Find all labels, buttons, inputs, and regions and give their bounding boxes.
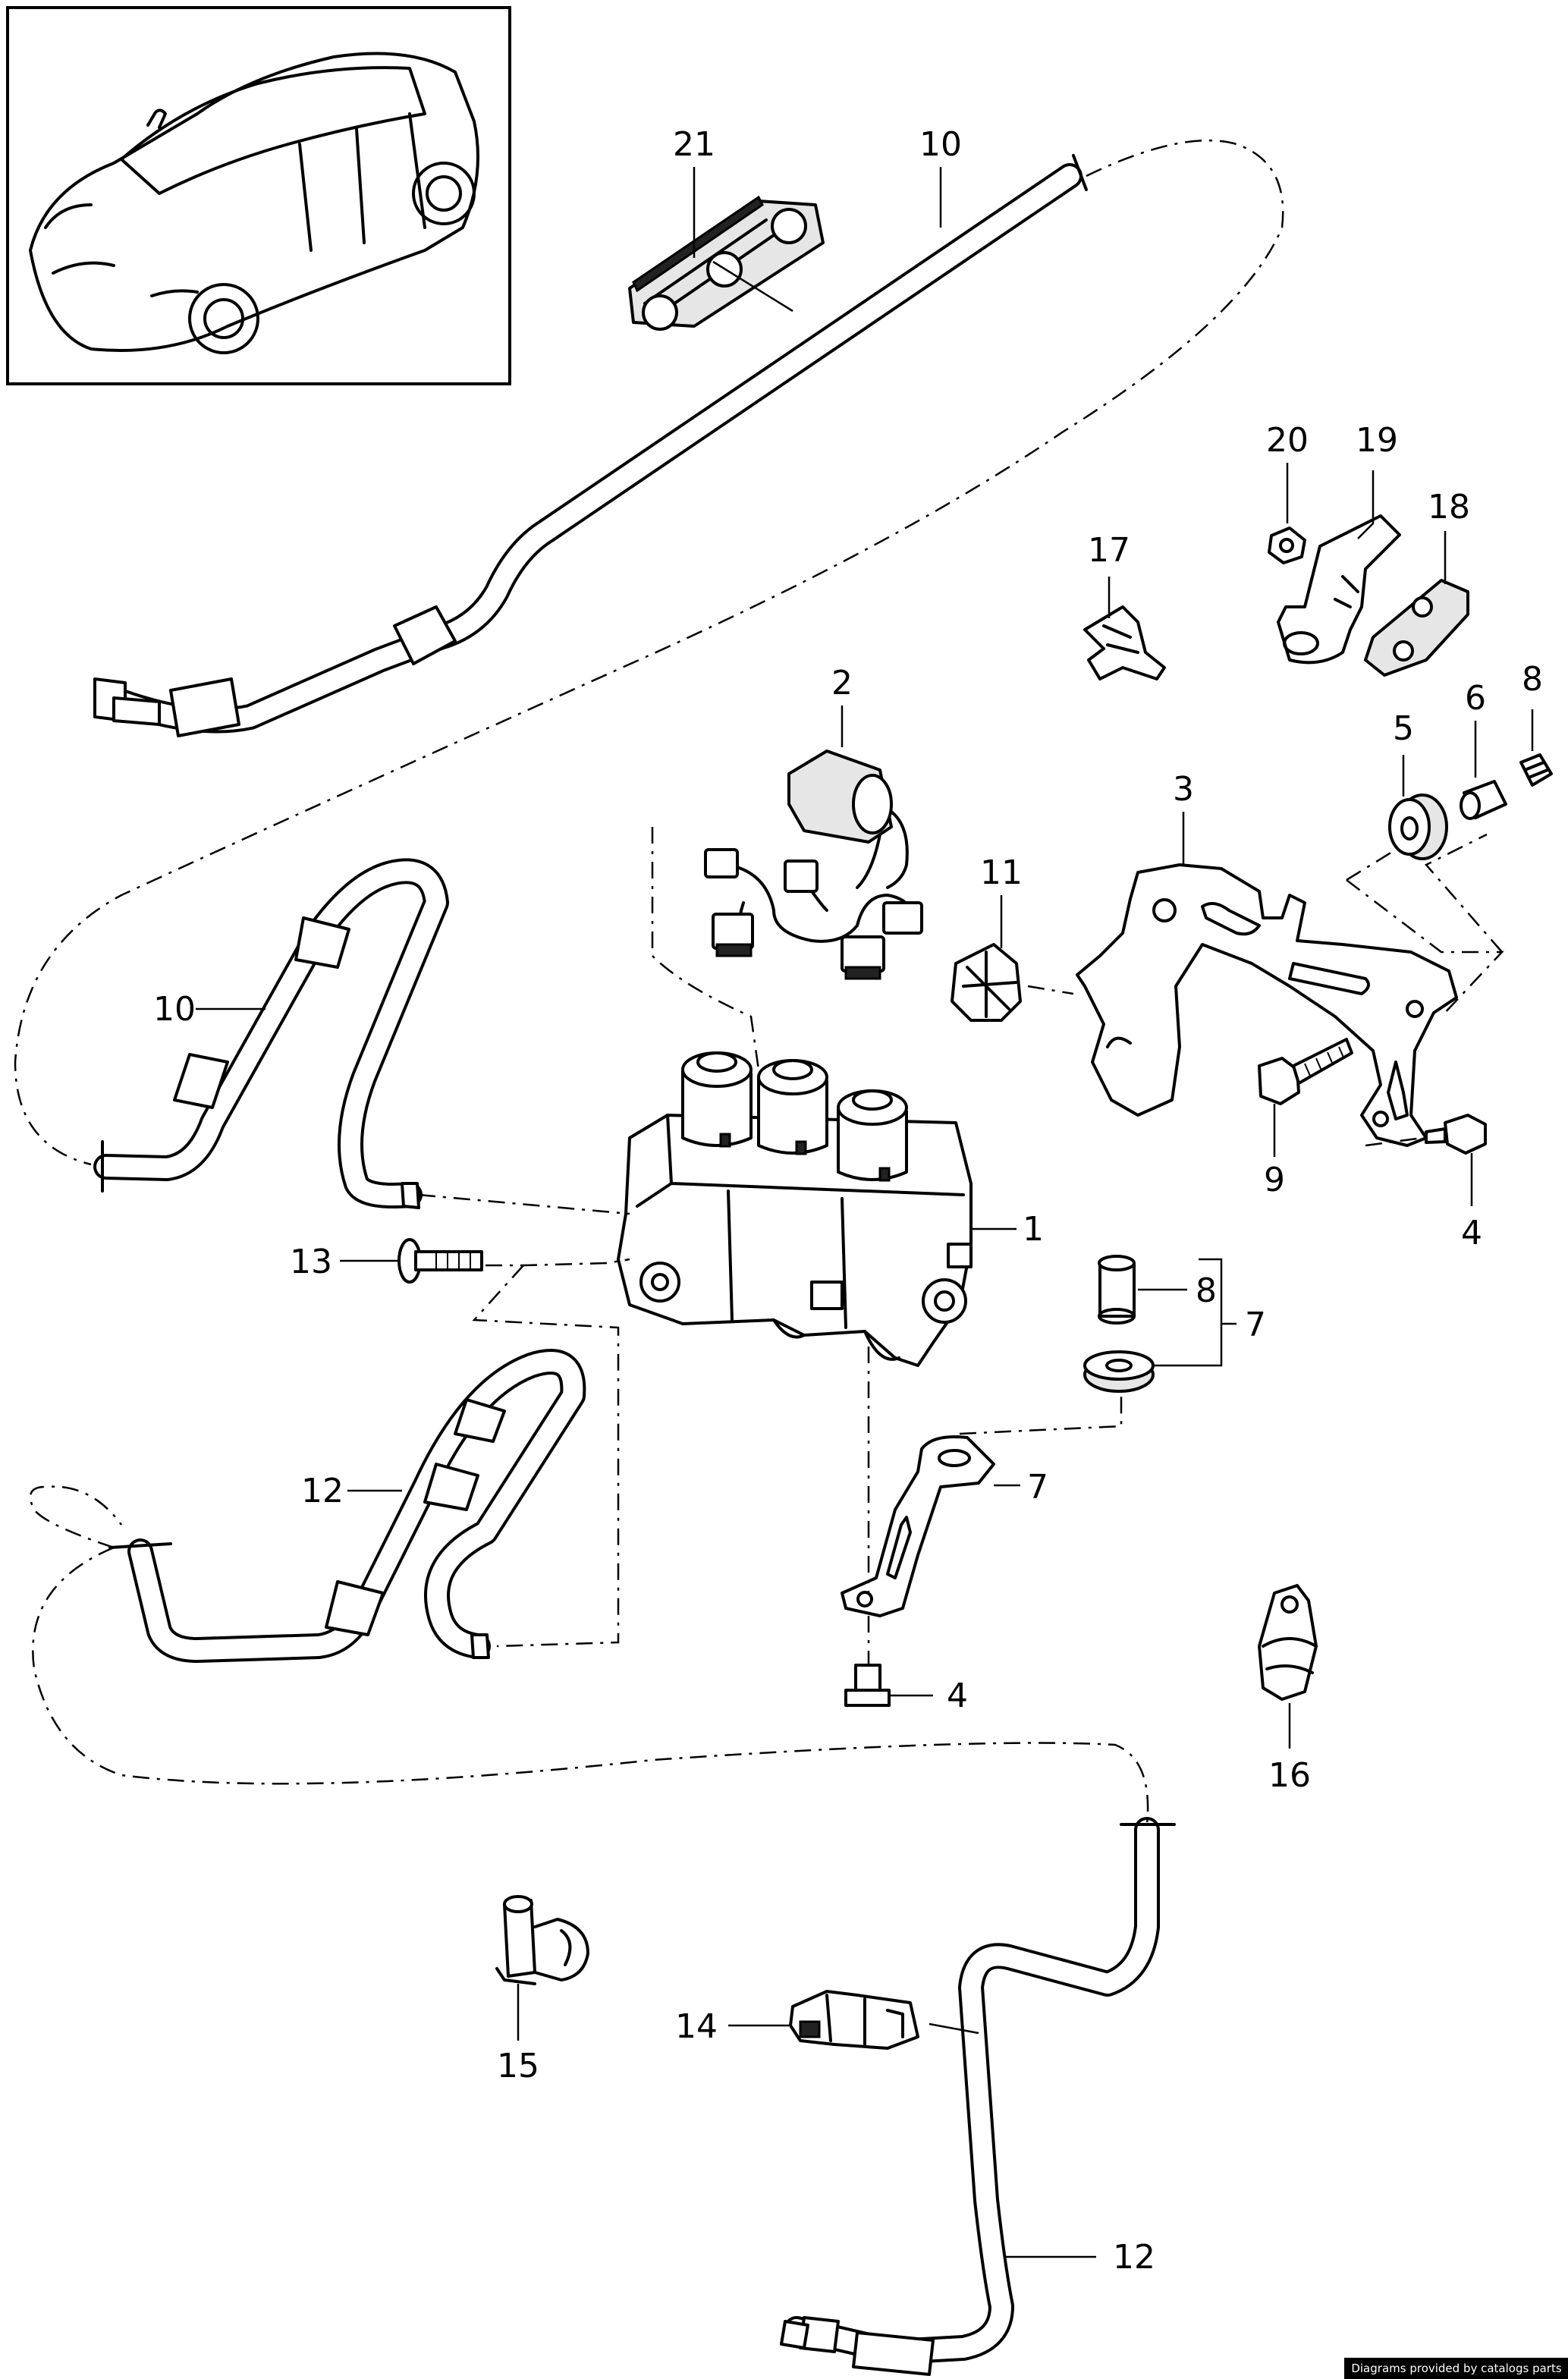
callout-9: 9	[1264, 1161, 1285, 1199]
callout-21: 21	[673, 125, 715, 164]
callout-13: 13	[290, 1243, 332, 1281]
part-20-nut	[1268, 526, 1306, 564]
leader-lines	[196, 167, 1534, 2258]
callout-10-upper: 10	[919, 125, 962, 164]
callout-11: 11	[980, 853, 1023, 892]
part-7-bracket	[841, 1435, 995, 1617]
part-13-bolt	[397, 1238, 483, 1284]
part-15-clip	[495, 1895, 589, 1985]
callout-12-left: 12	[301, 1472, 344, 1510]
part-7-grommet	[1083, 1350, 1155, 1393]
part-21-hose-clip	[628, 195, 825, 331]
callout-20: 20	[1266, 421, 1309, 460]
part-12-left-hose	[108, 1349, 586, 1663]
callout-18: 18	[1428, 488, 1470, 526]
credit-text: Diagrams provided by catalogs parts	[1351, 2362, 1561, 2375]
callout-12-bottom: 12	[1113, 2238, 1155, 2277]
callout-5: 5	[1393, 709, 1414, 748]
part-5-grommet	[1388, 794, 1448, 860]
callout-labels: 21 10 20 19 18 17 2 8 6 5 3 11 10 9 4 1 …	[153, 125, 1543, 2277]
part-17-clip	[1083, 605, 1166, 680]
part-2-wiring-harness	[704, 750, 923, 980]
part-12-bottom-hose	[780, 1817, 1176, 2376]
callout-17: 17	[1088, 531, 1130, 570]
callout-19: 19	[1356, 421, 1398, 460]
part-6-sleeve	[1460, 780, 1507, 820]
assembly-lines	[14, 139, 1504, 1825]
callout-3: 3	[1173, 770, 1194, 809]
callout-8-lower: 8	[1196, 1271, 1217, 1310]
part-8-sleeve-lower	[1098, 1255, 1136, 1325]
part-3-bracket	[1076, 863, 1458, 1147]
callout-16: 16	[1268, 1756, 1311, 1795]
part-19-bracket	[1277, 514, 1401, 665]
part-4-screw-lower	[844, 1664, 891, 1707]
part-16-clip	[1258, 1584, 1318, 1701]
callout-4-upper: 4	[1461, 1214, 1482, 1252]
part-14-clamp	[789, 1990, 919, 2050]
callout-7-right: 7	[1245, 1306, 1266, 1344]
callout-4-lower: 4	[947, 1677, 968, 1715]
part-11-clip	[951, 943, 1022, 1022]
credit-badge: Diagrams provided by catalogs parts	[1344, 2358, 1568, 2379]
callout-6: 6	[1465, 679, 1486, 718]
callout-14: 14	[675, 2007, 718, 2046]
callout-7-bracket: 7	[1027, 1468, 1048, 1507]
callout-8-upper: 8	[1522, 660, 1543, 699]
callout-1: 1	[1023, 1210, 1044, 1249]
callout-10-left: 10	[153, 990, 196, 1029]
part-4-screw-upper	[1425, 1114, 1487, 1155]
part-1-valve-block	[617, 1051, 973, 1367]
callout-15: 15	[497, 2047, 539, 2085]
callout-2: 2	[831, 664, 853, 702]
part-10-left-hose	[93, 858, 449, 1209]
part-10-upper-hose	[93, 154, 1088, 737]
part-8-sleeve-top	[1519, 753, 1553, 787]
vehicle-thumbnail	[6, 6, 511, 385]
part-9-bolt	[1258, 1038, 1353, 1105]
part-18-rubber-mount	[1364, 579, 1469, 677]
